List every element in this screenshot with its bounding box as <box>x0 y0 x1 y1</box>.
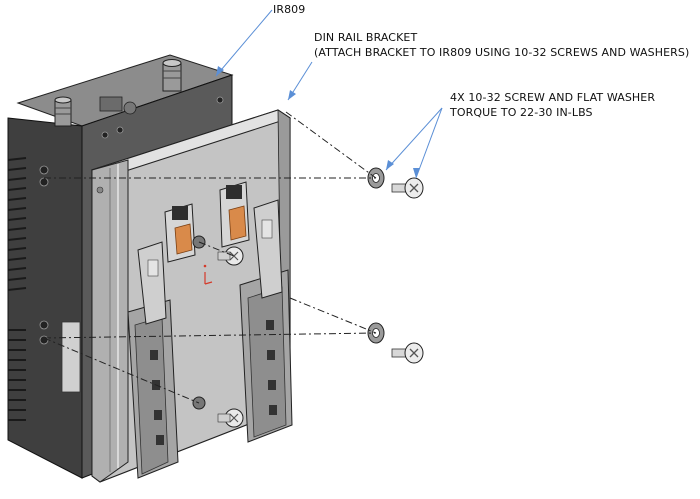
device-label: IR809 <box>273 3 306 16</box>
din-clip-left <box>127 241 179 479</box>
bracket-note: (ATTACH BRACKET TO IR809 USING 10-32 SCR… <box>314 46 690 59</box>
leader-screw <box>415 107 443 179</box>
callout-screws: 4X 10-32 SCREW AND FLAT WASHER TORQUE TO… <box>450 90 655 120</box>
top-knob <box>123 101 137 115</box>
callout-din-rail-bracket: DIN RAIL BRACKET (ATTACH BRACKET TO IR80… <box>314 30 689 60</box>
leader-washer <box>385 107 443 171</box>
latch-tab-left <box>164 203 196 263</box>
bracket-title: DIN RAIL BRACKET <box>314 31 418 44</box>
cooling-fins-lower <box>8 329 26 421</box>
screw-torque: TORQUE TO 22-30 IN-LBS <box>450 106 593 119</box>
latch-tab-right <box>219 181 250 248</box>
leader-ir809 <box>215 9 273 77</box>
screw-upper <box>391 177 424 199</box>
screw-lower <box>391 342 424 364</box>
leader-arrowheads <box>216 66 420 178</box>
origin-marker <box>203 264 213 285</box>
antenna-connector-right <box>162 59 182 92</box>
din-clip-right <box>239 199 293 443</box>
antenna-connector-left <box>54 96 72 127</box>
top-port <box>99 96 123 112</box>
cooling-fins-upper <box>7 157 27 291</box>
alignment-lines <box>43 111 377 404</box>
installed-screw-lower <box>217 408 244 428</box>
callout-ir809: IR809 <box>273 2 305 17</box>
installed-screw-upper <box>217 246 244 266</box>
copper-spring-left <box>174 223 193 255</box>
screw-spec: 4X 10-32 SCREW AND FLAT WASHER <box>450 91 656 104</box>
device-label-plate <box>61 321 81 393</box>
rail-hole <box>96 186 104 194</box>
copper-spring-right <box>228 205 247 241</box>
